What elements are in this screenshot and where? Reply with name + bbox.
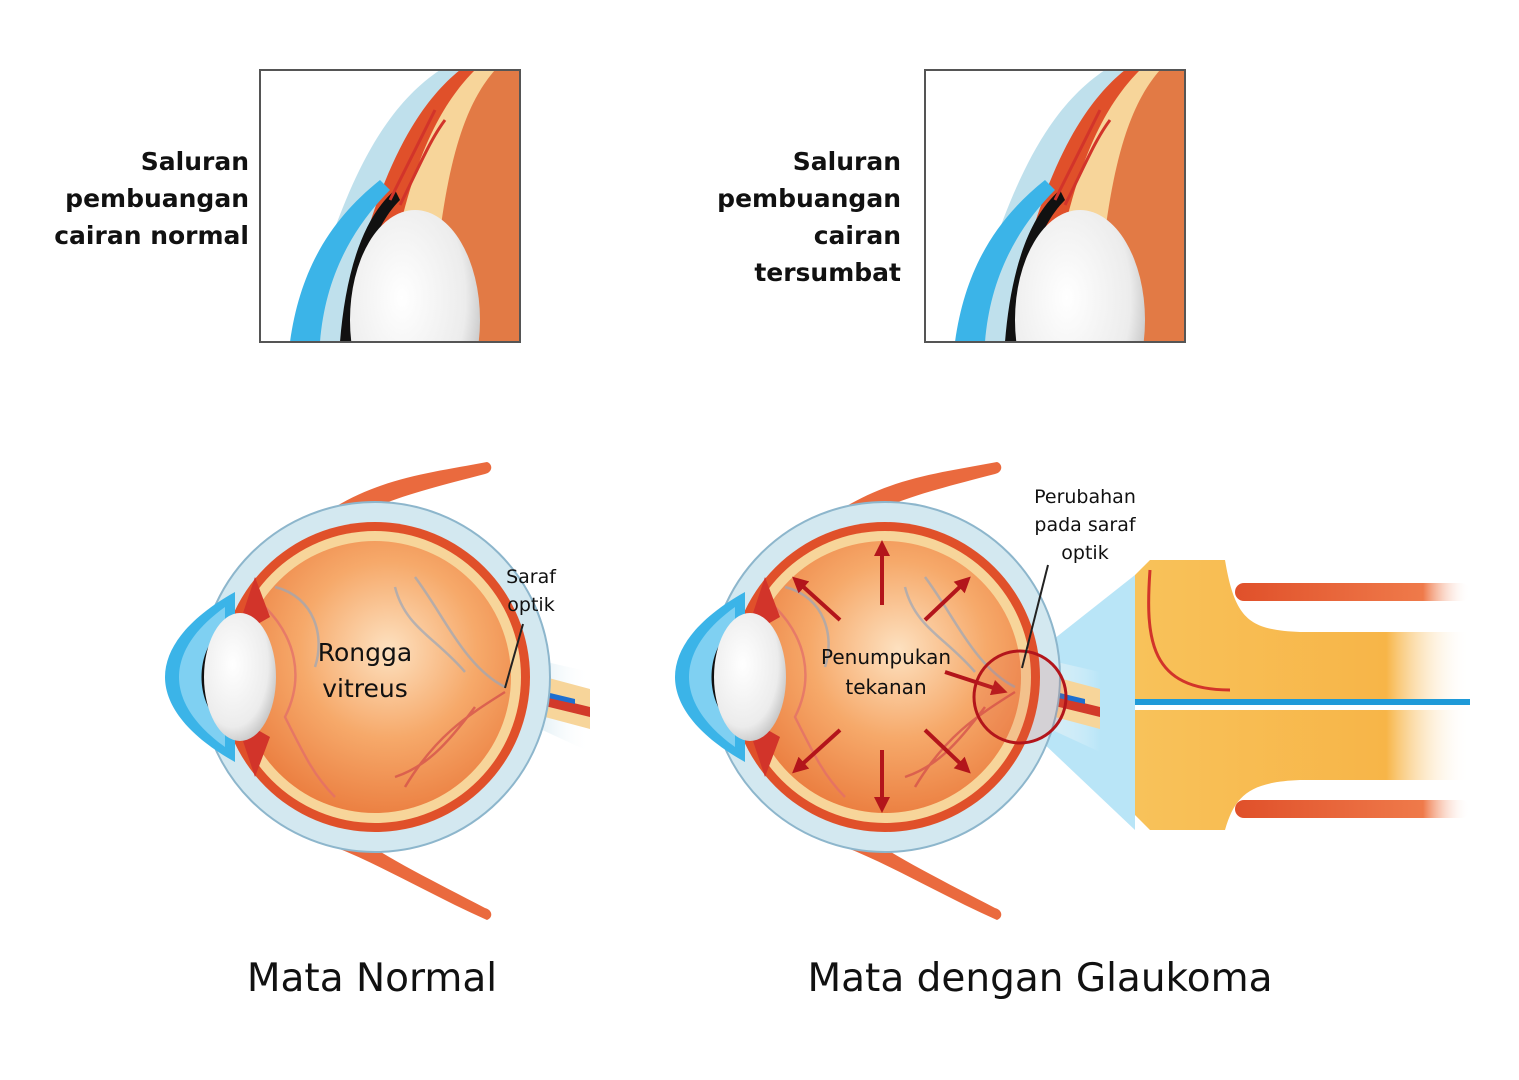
label-line: Rongga [317, 638, 413, 667]
label-line: vitreus [322, 674, 408, 703]
label-line: Perubahan [1034, 486, 1136, 508]
nerve-change-label: Perubahan pada saraf optik [1015, 483, 1155, 567]
label-line: Saluran [792, 147, 901, 176]
glaucoma-eye-title: Mata dengan Glaukoma [807, 956, 1273, 1001]
vitreous-label: Rongga vitreus [280, 635, 450, 707]
pressure-arrows [792, 540, 1008, 813]
label-line: optik [507, 594, 555, 616]
label-line: Saluran [140, 147, 249, 176]
nerve-highlight-circle [972, 649, 1068, 745]
label-line: pada saraf [1034, 514, 1136, 536]
label-line: tekanan [845, 675, 927, 699]
label-line: Penumpukan [820, 645, 952, 669]
label-line: cairan normal [54, 221, 249, 250]
blocked-drainage-label: Saluran pembuangan cairan tersumbat [717, 143, 901, 291]
label-line: pembuangan [717, 184, 901, 213]
optic-nerve-leader [504, 623, 524, 689]
pressure-label: Penumpukan tekanan [796, 642, 976, 702]
label-line: cairan [813, 221, 901, 250]
optic-nerve-label: Saraf optik [490, 563, 572, 619]
blocked-drainage-inset [925, 70, 1185, 430]
optic-nerve-closeup [1135, 560, 1470, 830]
normal-eye-title: Mata Normal [246, 956, 498, 1001]
nerve-change-leader [1021, 564, 1049, 669]
normal-drainage-inset [260, 70, 520, 430]
label-line: Saraf [506, 566, 556, 588]
label-line: optik [1061, 542, 1109, 564]
normal-drainage-label: Saluran pembuangan cairan normal [54, 143, 249, 254]
label-line: tersumbat [754, 258, 901, 287]
label-line: pembuangan [65, 184, 249, 213]
